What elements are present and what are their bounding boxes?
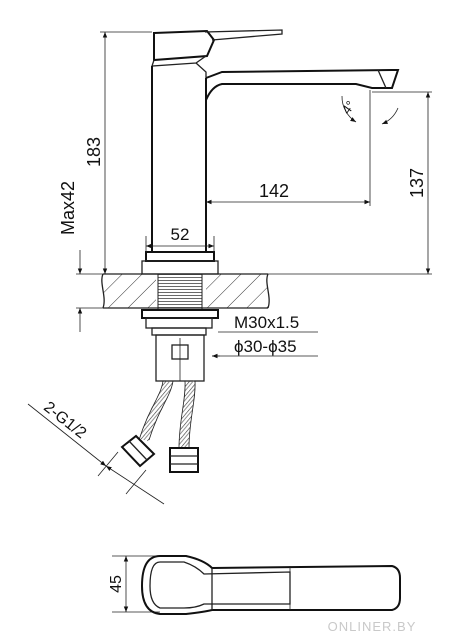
dim-max-deck-thickness: Max42 [58, 181, 78, 235]
dimension-lines [27, 31, 432, 505]
faucet-elevation [120, 29, 400, 473]
countertop-section [101, 273, 270, 309]
dim-spout-reach: 142 [259, 181, 289, 201]
dim-thread: M30x1.5 [234, 313, 299, 332]
dim-spout-angle: 4° [339, 98, 358, 117]
dim-spout-height: 137 [407, 168, 427, 198]
dim-hose-connection: 2-G1/2 [40, 399, 89, 443]
plan-view [112, 555, 401, 615]
dim-overall-height: 183 [84, 137, 104, 167]
watermark: ONLINER.BY [328, 619, 417, 634]
dim-hole-diameter: ϕ30-ϕ35 [234, 337, 297, 356]
dim-body-width: 52 [171, 225, 190, 244]
dim-plan-width: 45 [108, 575, 125, 593]
